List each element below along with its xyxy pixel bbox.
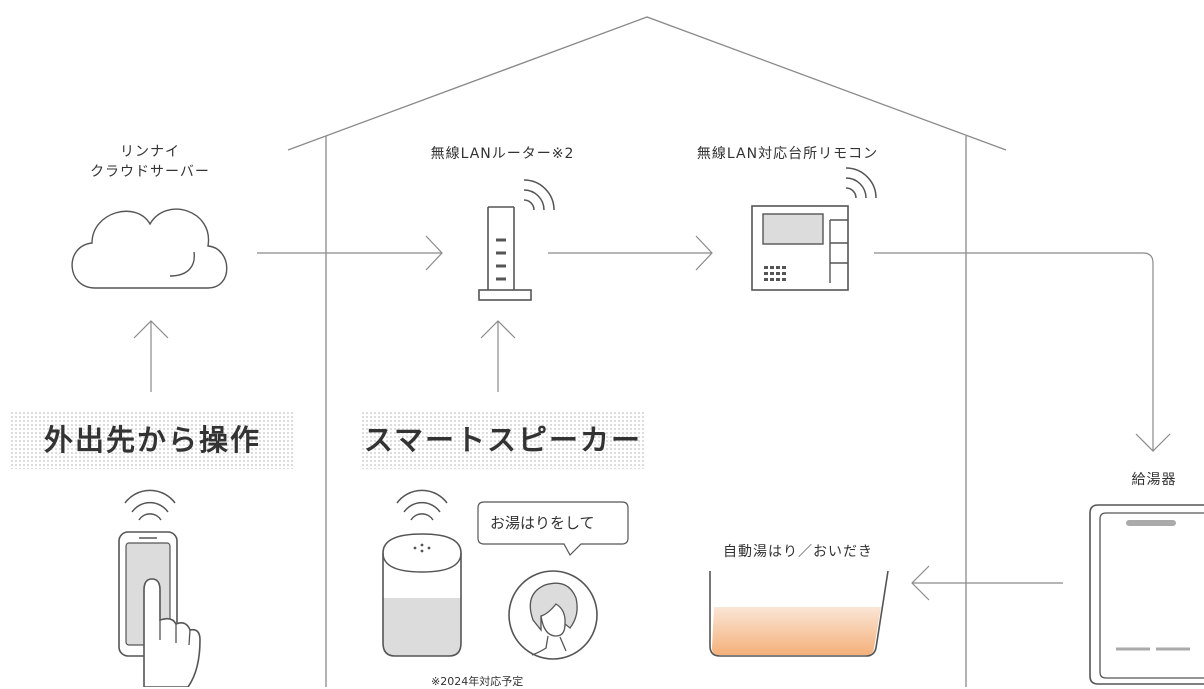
outside-operation-badge: 外出先から操作 bbox=[10, 411, 295, 469]
speech-bubble bbox=[477, 501, 629, 556]
footnote: ※2024年対応予定 bbox=[431, 675, 524, 688]
connector-lines bbox=[133, 235, 1171, 601]
bath-label: 自動湯はり／おいだき bbox=[723, 544, 873, 560]
arrow-right-to-router bbox=[425, 235, 443, 271]
arrow-up-to-cloud bbox=[133, 320, 169, 339]
arrow-left-to-bath bbox=[911, 565, 930, 601]
arrow-down-to-heater bbox=[1135, 433, 1171, 452]
water-heater-label: 給湯器 bbox=[1131, 472, 1177, 488]
arrow-right-to-remote bbox=[695, 235, 713, 271]
hand-icon bbox=[143, 578, 201, 687]
water-heater-icon bbox=[1089, 504, 1204, 685]
smart-speaker-icon bbox=[382, 533, 462, 657]
remote-wifi-icon bbox=[845, 167, 877, 199]
router-label: 無線LANルーター※2 bbox=[430, 146, 575, 162]
remote-label: 無線LAN対応台所リモコン bbox=[696, 146, 879, 162]
person-icon bbox=[508, 570, 598, 660]
cloud-label-line2: クラウドサーバー bbox=[90, 164, 210, 180]
router-icon bbox=[478, 206, 532, 301]
router-wifi-icon bbox=[523, 179, 555, 211]
smart-speaker-badge: スマートスピーカー bbox=[361, 411, 645, 469]
house-outline bbox=[287, 16, 1007, 687]
cloud-icon bbox=[71, 208, 228, 289]
remote-to-heater-line bbox=[874, 252, 1154, 451]
bathtub-icon bbox=[709, 570, 889, 657]
speech-bubble-text: お湯はりをして bbox=[490, 514, 595, 532]
arrow-up-to-router bbox=[480, 320, 516, 339]
cloud-label-line1: リンナイ bbox=[120, 144, 180, 160]
cloud-server-label: リンナイ クラウドサーバー bbox=[65, 142, 235, 182]
speaker-wifi-icon bbox=[396, 489, 448, 521]
phone-wifi-icon bbox=[124, 489, 176, 521]
remote-icon bbox=[751, 205, 849, 291]
